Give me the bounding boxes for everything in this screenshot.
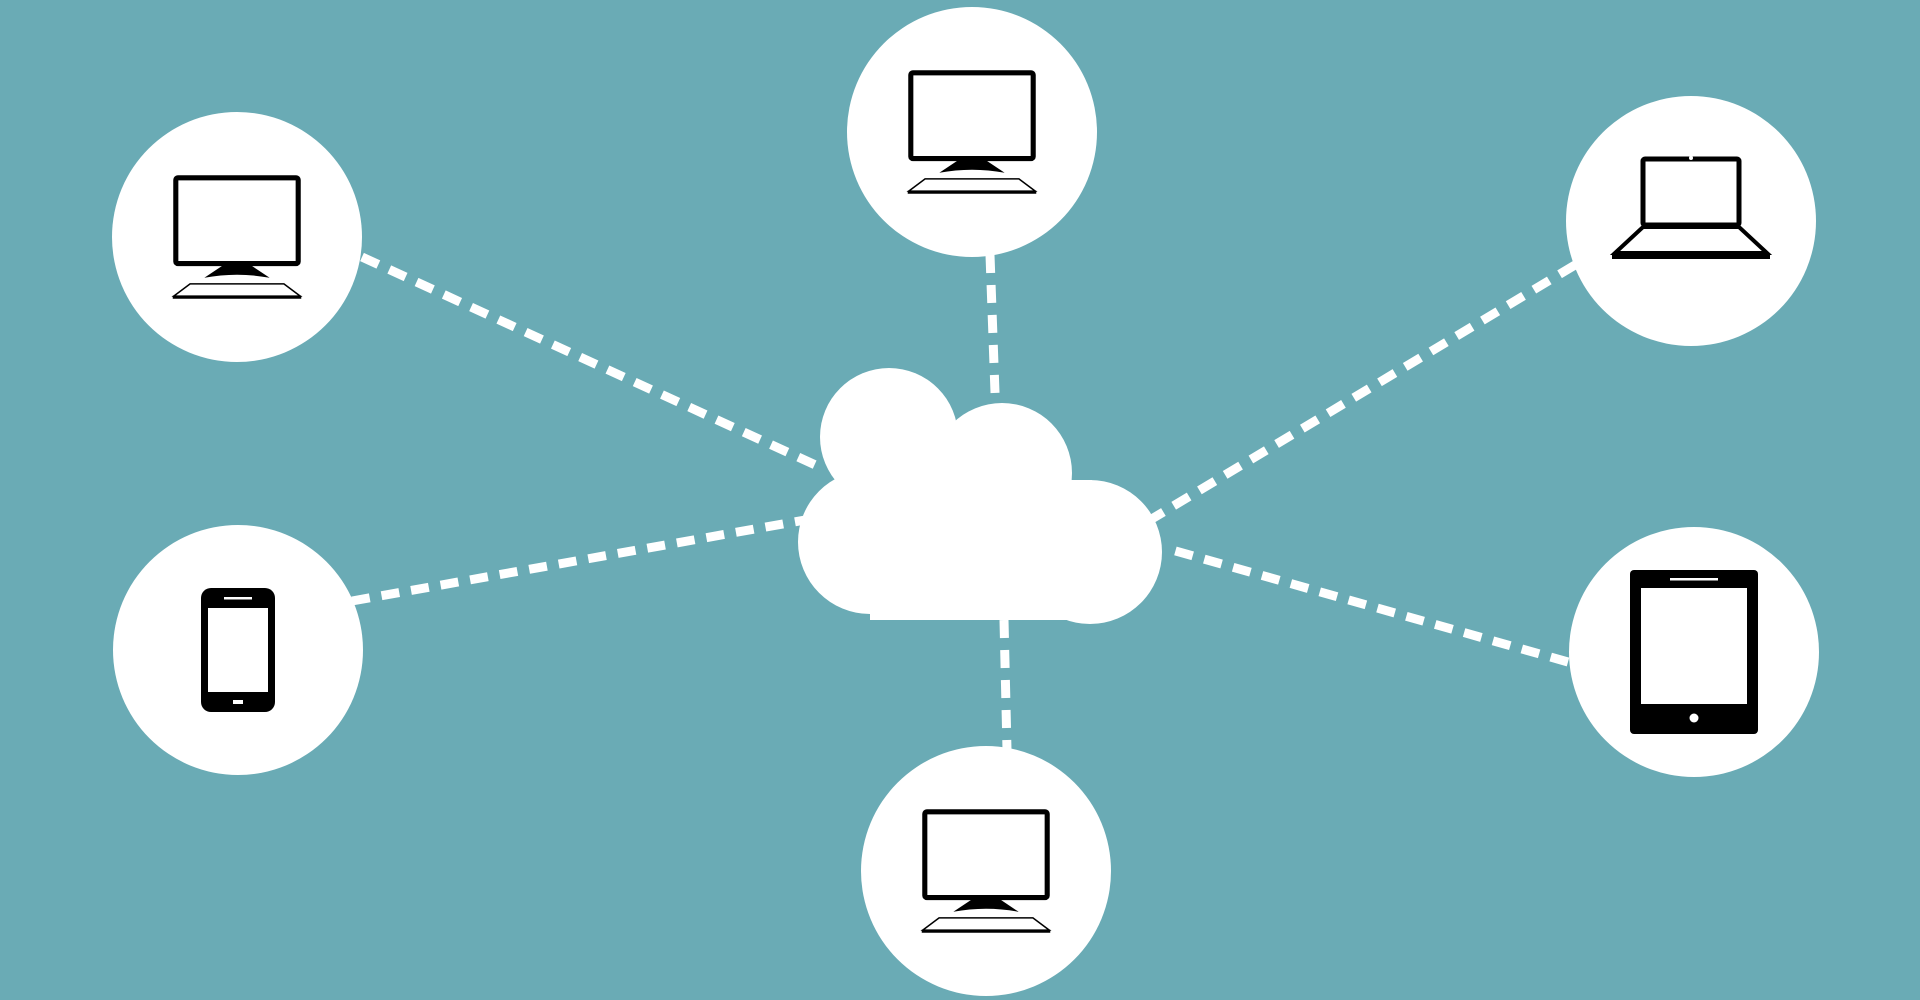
link-top-right (1147, 261, 1578, 524)
link-top-left (360, 252, 824, 473)
tablet-icon (1630, 570, 1758, 734)
link-top-center (985, 254, 1001, 421)
link-middle-right (1163, 543, 1570, 667)
cloud-icon (798, 368, 1162, 624)
hub-layer (798, 368, 1162, 624)
link-bottom-center (999, 619, 1012, 751)
node-middle-right (1569, 527, 1819, 777)
links-layer (351, 252, 1578, 751)
node-top-right (1566, 96, 1816, 346)
smartphone-icon (201, 588, 275, 712)
node-top-left (112, 112, 362, 362)
node-middle-left (113, 525, 363, 775)
node-top-center (847, 7, 1097, 257)
link-middle-left (351, 515, 806, 606)
node-bottom-center (861, 746, 1111, 996)
nodes-layer (112, 7, 1819, 996)
